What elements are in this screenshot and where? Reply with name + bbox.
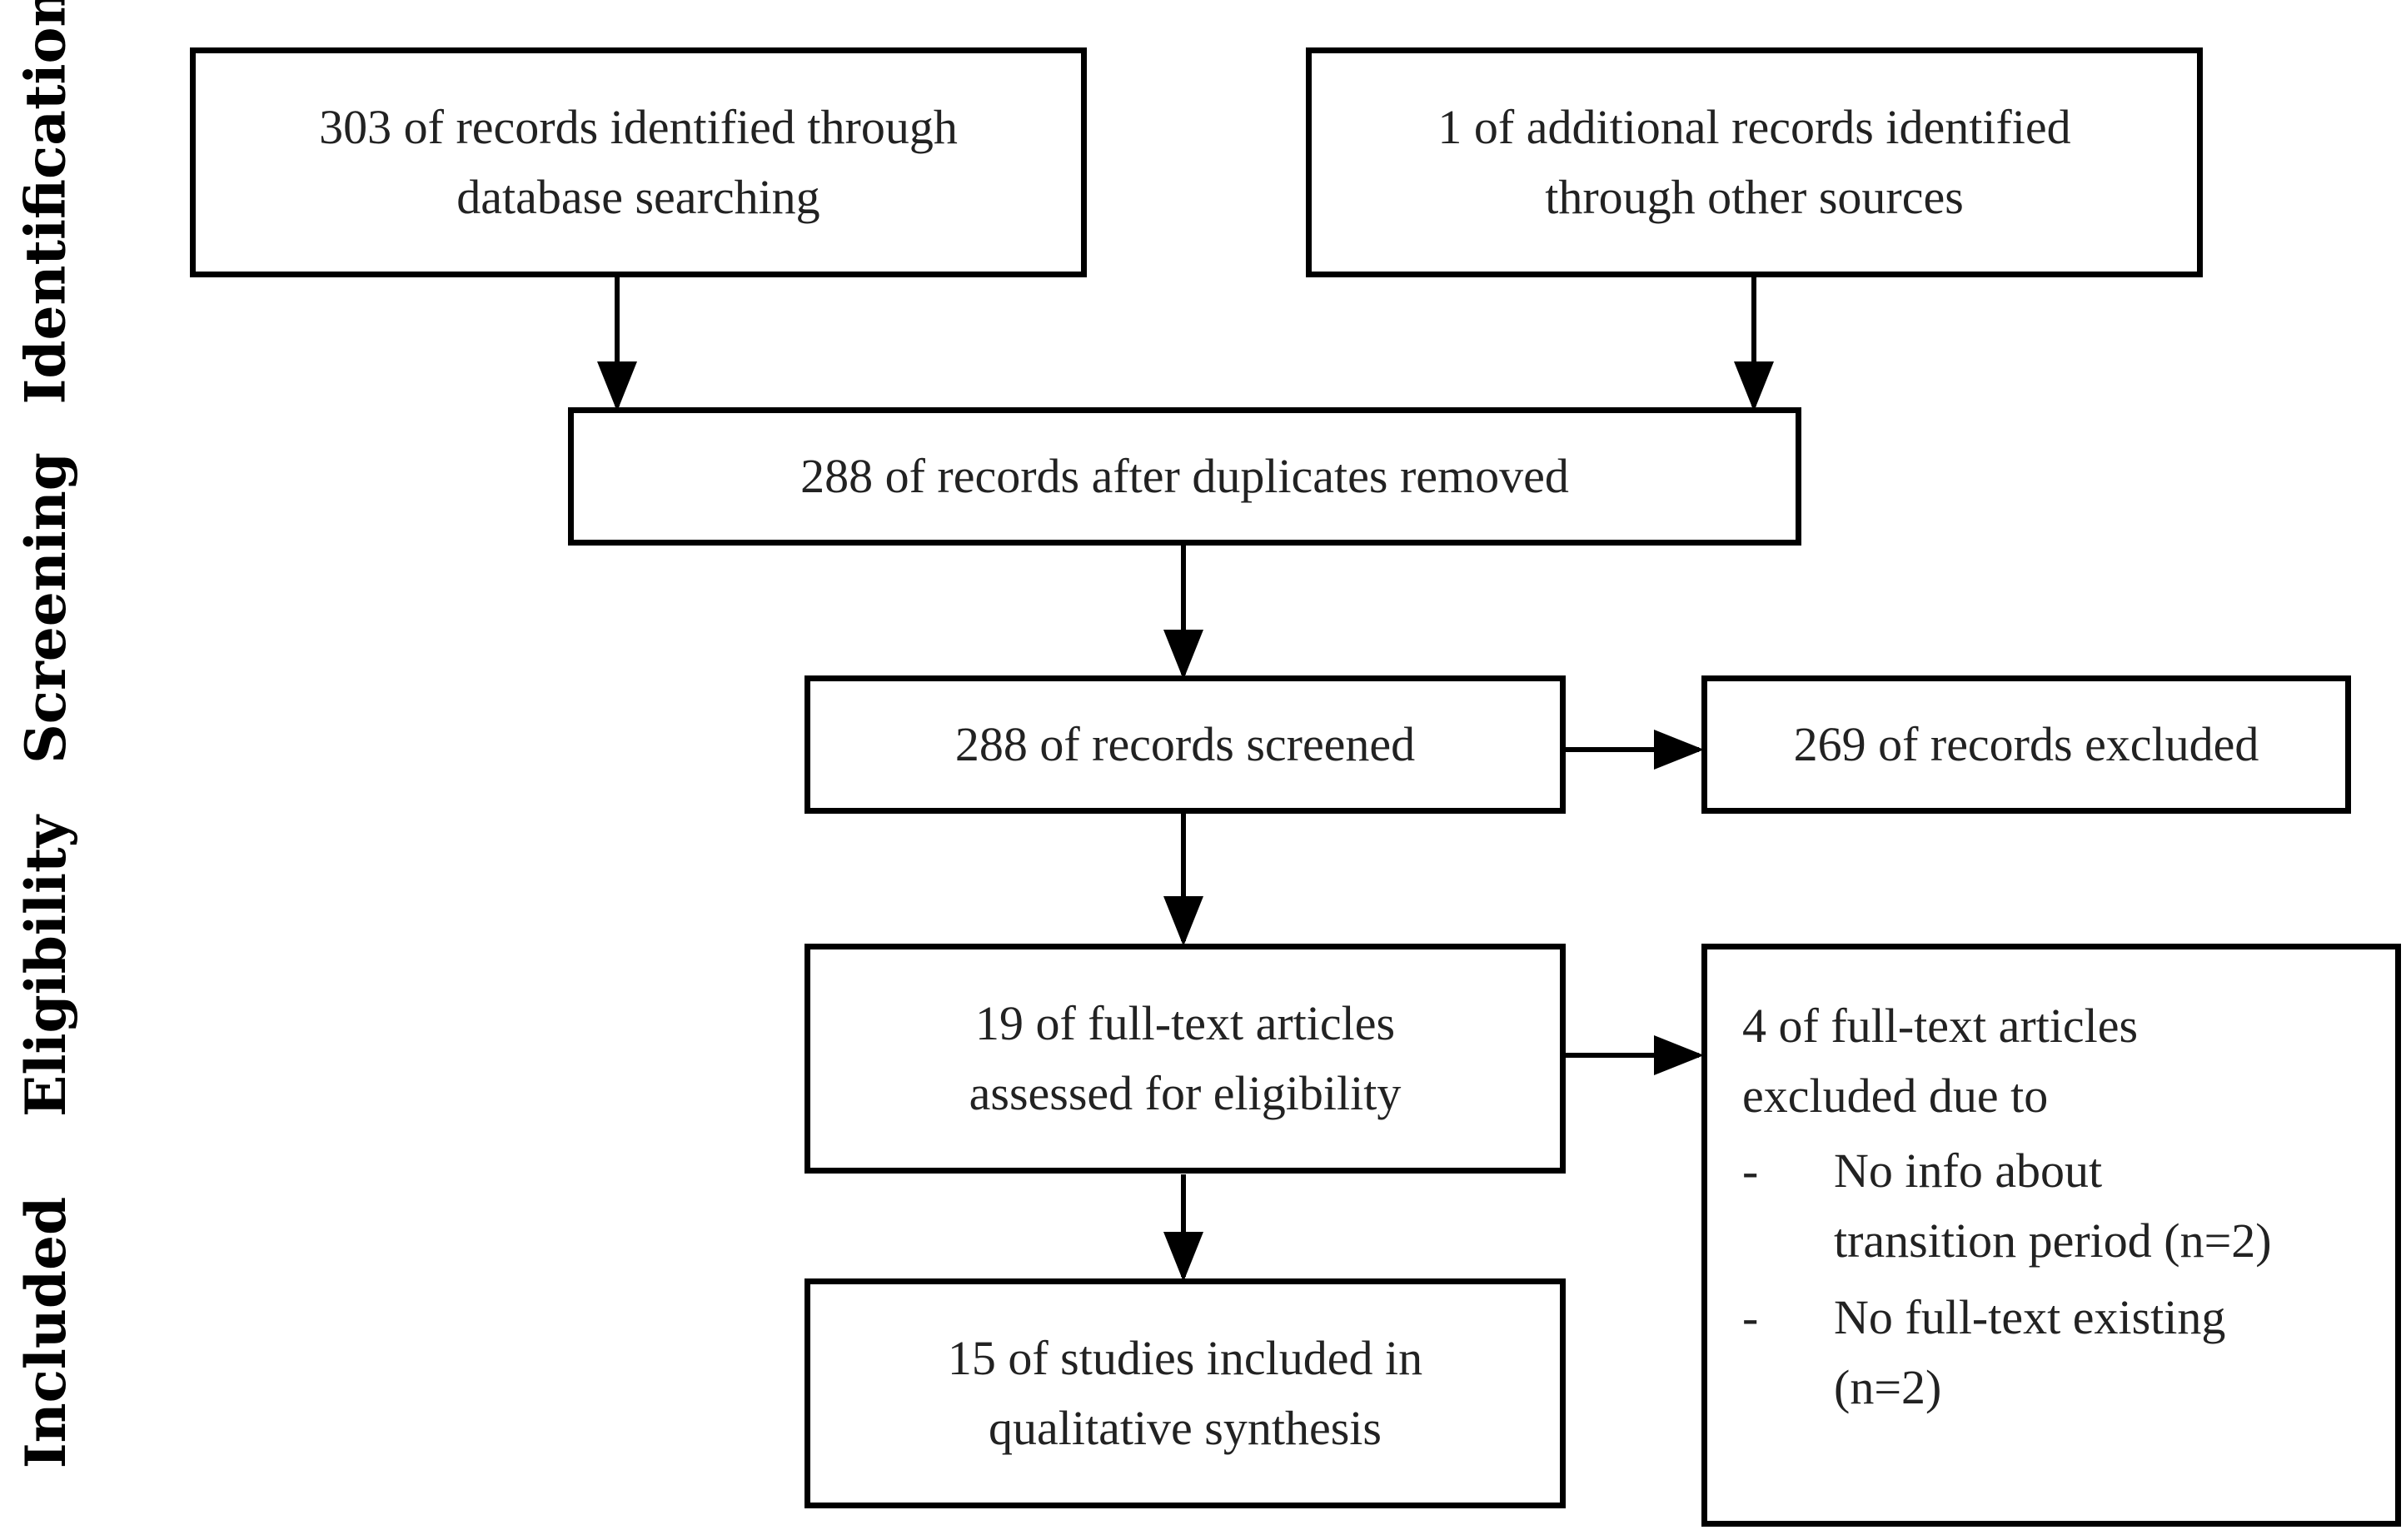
box-excluded-line-1: 269 of records excluded	[1793, 717, 2259, 771]
box-database-search-line-2: database searching	[456, 170, 820, 224]
box-database-search: 303 of records identified through databa…	[190, 47, 1087, 277]
box-duplicates-removed-line-1: 288 of records after duplicates removed	[800, 449, 1569, 503]
exclusion-reason-text: No info about	[1834, 1144, 2103, 1198]
box-other-sources-line-2: through other sources	[1545, 170, 1964, 224]
box-included-studies-line-2: qualitative synthesis	[989, 1401, 1382, 1455]
box-excluded: 269 of records excluded	[1701, 675, 2351, 814]
box-fulltext-excluded: 4 of full-text articles excluded due to …	[1701, 944, 2401, 1527]
box-fulltext-excluded-header-line-2: excluded due to	[1742, 1069, 2049, 1123]
box-fulltext-assessed-line-1: 19 of full-text articles	[974, 996, 1396, 1050]
exclusion-reason-dash: -	[1742, 1290, 1759, 1344]
box-screened-line-1: 288 of records screened	[954, 717, 1416, 771]
box-screened: 288 of records screened	[804, 675, 1566, 814]
box-database-search-line-1: 303 of records identified through	[319, 100, 958, 154]
box-fulltext-excluded-header-line-1: 4 of full-text articles	[1742, 999, 2139, 1053]
exclusion-reason: - No info about transition period (n=2)	[1742, 1136, 2272, 1276]
exclusion-reason-text: (n=2)	[1834, 1360, 1942, 1414]
box-fulltext-assessed-line-2: assessed for eligibility	[969, 1066, 1402, 1120]
box-other-sources: 1 of additional records identified throu…	[1306, 47, 2203, 277]
box-other-sources-line-1: 1 of additional records identified	[1437, 100, 2071, 154]
box-fulltext-assessed: 19 of full-text articles assessed for el…	[804, 944, 1566, 1174]
exclusion-reason-text: No full-text existing	[1834, 1290, 2226, 1344]
exclusion-reason-text: transition period (n=2)	[1834, 1214, 2272, 1268]
box-duplicates-removed: 288 of records after duplicates removed	[568, 407, 1801, 546]
box-included-studies-line-1: 15 of studies included in	[947, 1331, 1423, 1385]
exclusion-reason-dash: -	[1742, 1144, 1759, 1198]
exclusion-reason: - No full-text existing (n=2)	[1742, 1283, 2225, 1423]
box-included-studies: 15 of studies included in qualitative sy…	[804, 1278, 1566, 1508]
